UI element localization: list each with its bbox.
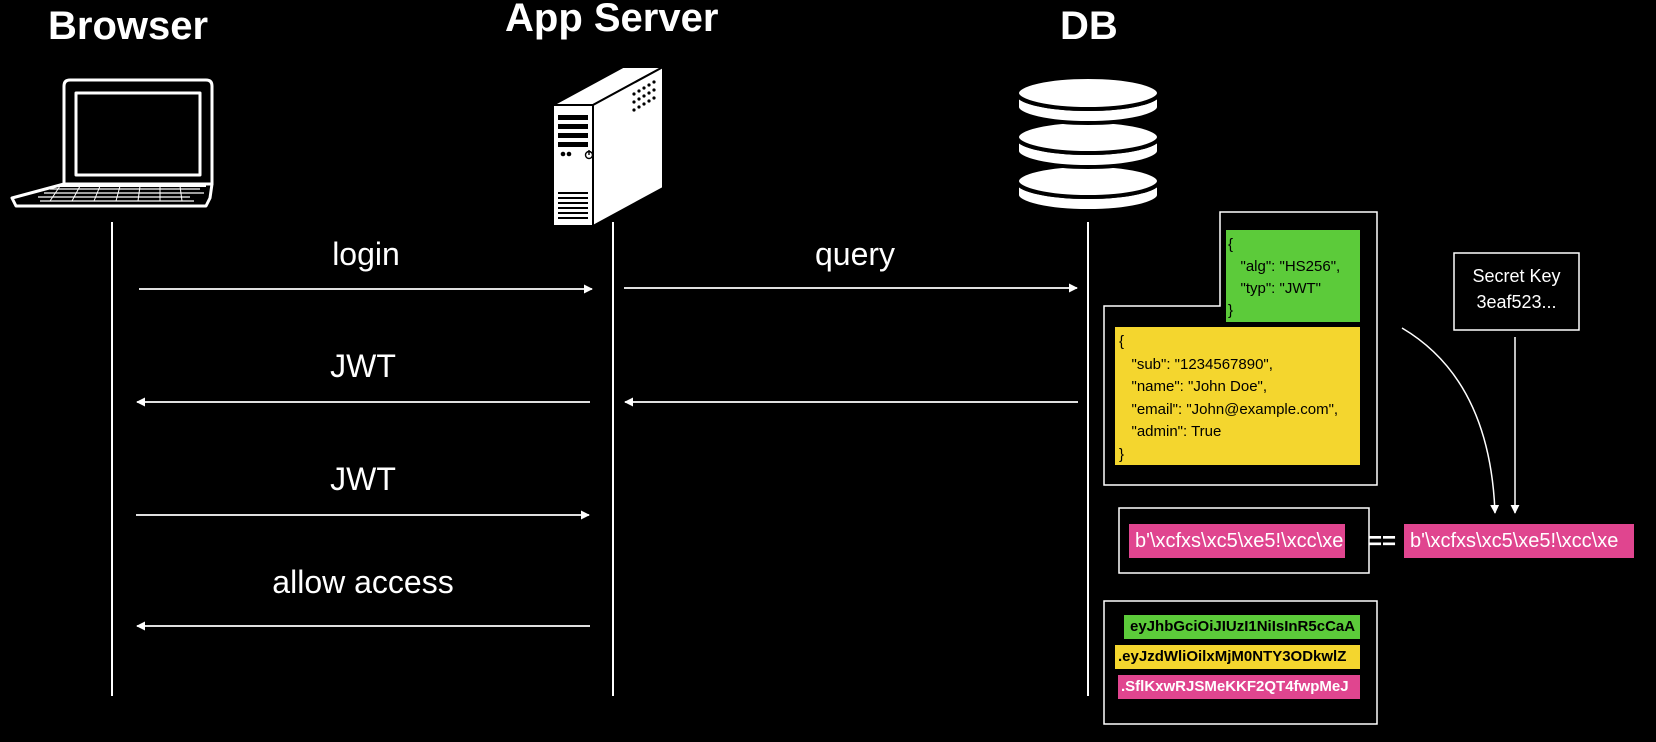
database-icon: [1015, 75, 1161, 213]
signature-frame: [1118, 507, 1370, 574]
actor-browser-title: Browser: [48, 4, 209, 48]
signature-right: b'\xcfxs\xc5\xe5!\xcc\xe: [1404, 524, 1634, 558]
secret-key-value: 3eaf523...: [1476, 292, 1557, 312]
actor-db-title: DB: [1060, 4, 1118, 48]
message-allow-access-label: allow access: [272, 564, 454, 600]
token-header-segment: eyJhbGciOiJIUzI1NiIsInR5cCaA: [1124, 615, 1360, 639]
actor-app-server-title: App Server: [505, 0, 719, 40]
message-jwt-request-label: JWT: [330, 461, 396, 497]
token-signature-segment: .SflKxwRJSMeKKF2QT4fwpMeJ: [1118, 675, 1360, 699]
equals-sign: ==: [1368, 528, 1397, 555]
message-query-label: query: [814, 236, 896, 272]
server-tower-icon: [552, 65, 664, 228]
jwt-header-block: { "alg": "HS256", "typ": "JWT" }: [1226, 230, 1360, 322]
laptop-icon: [10, 78, 214, 208]
message-login-label: login: [332, 236, 400, 272]
token-payload-segment: .eyJzdWliOilxMjM0NTY3ODkwlZ: [1115, 645, 1360, 669]
token-frame: [1103, 600, 1378, 725]
secret-key-label: Secret Key: [1472, 266, 1561, 286]
message-jwt-response-label: JWT: [330, 348, 396, 384]
signature-left: b'\xcfxs\xc5\xe5!\xcc\xe: [1129, 524, 1345, 558]
jwt-header-payload-frame: [1103, 211, 1378, 486]
arrow-hash-to-signature: [1401, 327, 1500, 514]
secret-key-frame: [1453, 252, 1580, 331]
jwt-payload-block: { "sub": "1234567890", "name": "John Doe…: [1115, 327, 1360, 465]
secret-key-box: Secret Key 3eaf523...: [1454, 263, 1579, 315]
